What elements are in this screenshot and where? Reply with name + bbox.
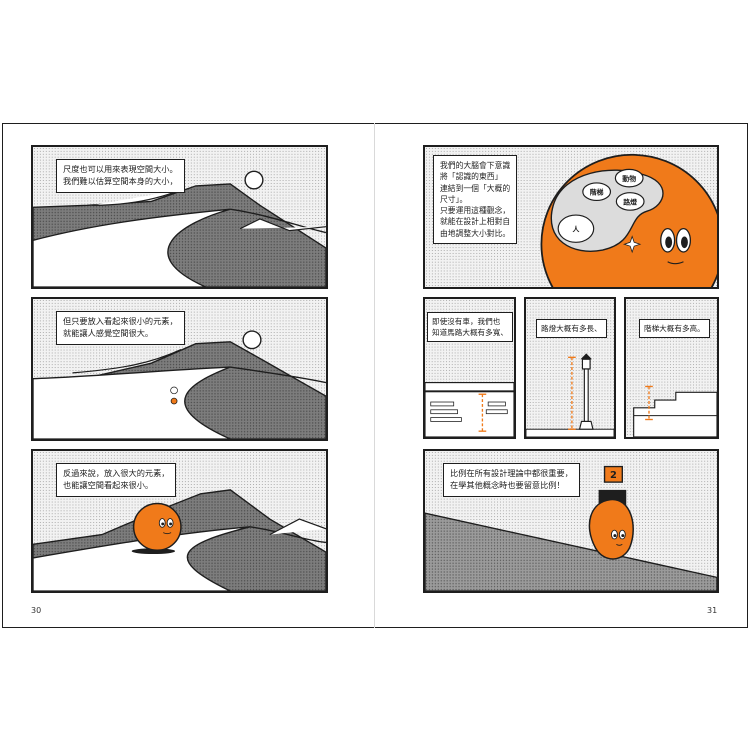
caption-box: 反過來說，放入很大的元素， 也能讓空間看起來很小。 [56, 463, 177, 497]
comic-panel-desert-3: 反過來說，放入很大的元素， 也能讓空間看起來很小。 [31, 449, 328, 593]
caption-box: 但只要放入看起來很小的元素， 就能讓人感覺空間很大。 [56, 311, 185, 345]
stairs [633, 391, 717, 437]
comic-panel-desert-2: 但只要放入看起來很小的元素， 就能讓人感覺空間很大。 [31, 297, 328, 441]
comic-panel-streetlight: 路燈大概有多長、 [524, 297, 616, 439]
orange-character-small [588, 498, 634, 560]
orange-character [132, 502, 182, 551]
comic-panel-stairs: 階梯大概有多高。 [624, 297, 719, 439]
label-streetlight: 路燈 [623, 197, 637, 206]
page-number-left: 30 [31, 606, 42, 615]
sparkle-icon [623, 235, 642, 254]
tiny-character [170, 397, 178, 405]
book-gutter [374, 123, 375, 628]
badge-number: 2 [610, 470, 617, 481]
page-number-right: 31 [707, 606, 718, 615]
caption-box: 我們的大腦會下意識 將「認識的東西」 連結到一個「大概的 尺寸」。 只要運用這種… [433, 155, 518, 245]
caption-box: 比例在所有設計理論中都很重要， 在學其他概念時也要留意比例！ [443, 463, 580, 497]
caption-box: 尺度也可以用來表現空間大小。 我們難以估算空間本身的大小， [56, 159, 185, 193]
comic-panel-brain: 人 階梯 動物 路燈 我們的大腦會下意識 將「認識的東西」 連結到一個「大概的 … [423, 145, 719, 289]
desert-scene-2 [33, 299, 326, 439]
caption-box: 路燈大概有多長、 [536, 319, 607, 338]
label-animal: 動物 [622, 174, 636, 183]
number-badge [603, 465, 623, 483]
comic-panel-ground: 2 比例在所有設計理論中都很重要， 在學其他概念時也要留意比例！ [423, 449, 719, 593]
desert-scene-3 [33, 451, 326, 591]
comic-panel-desert-1: 尺度也可以用來表現空間大小。 我們難以估算空間本身的大小， [31, 145, 328, 289]
label-stairs: 階梯 [590, 188, 604, 197]
caption-box: 階梯大概有多高。 [639, 319, 710, 338]
lamp-head [581, 358, 591, 370]
label-person: 人 [572, 225, 579, 234]
caption-box: 即使沒有車，我們也 知道馬路大概有多寬、 [427, 312, 513, 342]
comic-panel-road: 即使沒有車，我們也 知道馬路大概有多寬、 [423, 297, 516, 439]
